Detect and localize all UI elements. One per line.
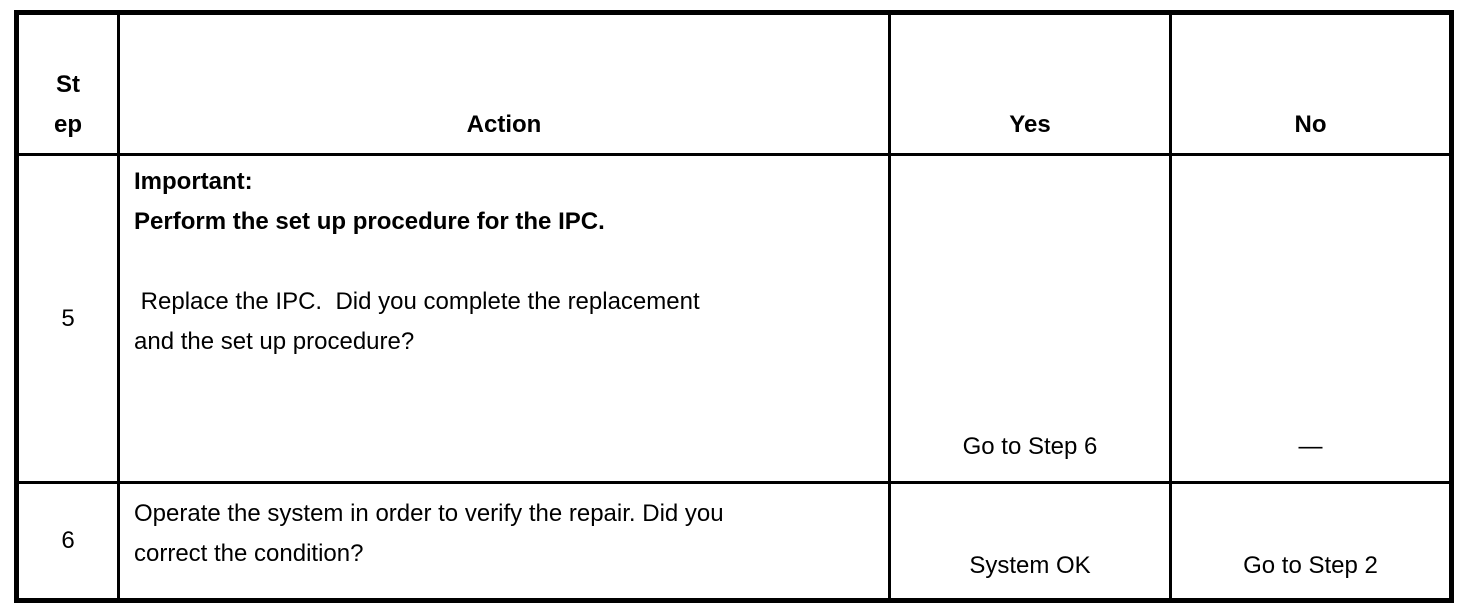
- table-row-step-5: 5 Important: Perform the set up procedur…: [15, 153, 1453, 484]
- yes-cell-step-5: Go to Step 6: [888, 153, 1172, 484]
- no-cell-step-6: Go to Step 2: [1169, 481, 1453, 602]
- header-step: St ep: [15, 11, 120, 156]
- step-number-5: 5: [15, 153, 120, 484]
- important-note: Important: Perform the set up procedure …: [134, 168, 605, 235]
- no-cell-step-5: —: [1169, 153, 1453, 484]
- step-number-6: 6: [15, 481, 120, 602]
- header-yes: Yes: [888, 11, 1172, 156]
- header-action: Action: [117, 11, 891, 156]
- action-cell-step-5: Important: Perform the set up procedure …: [117, 153, 891, 484]
- action-text-step-6: Operate the system in order to verify th…: [134, 500, 724, 567]
- diagnostic-steps-table: St ep Action Yes No 5 Important: Perform…: [14, 10, 1454, 603]
- table-header-row: St ep Action Yes No: [15, 11, 1453, 156]
- action-text-step-5: Replace the IPC. Did you complete the re…: [134, 288, 700, 355]
- header-no: No: [1169, 11, 1453, 156]
- action-cell-step-6: Operate the system in order to verify th…: [117, 481, 891, 602]
- yes-cell-step-6: System OK: [888, 481, 1172, 602]
- table-row-step-6: 6 Operate the system in order to verify …: [15, 481, 1453, 602]
